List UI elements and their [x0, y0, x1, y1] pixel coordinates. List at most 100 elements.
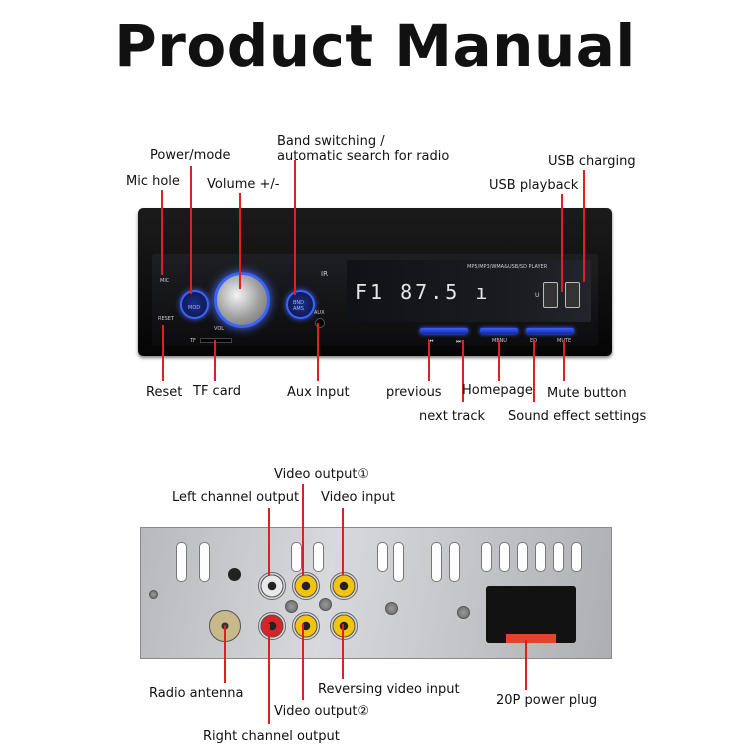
callout-line-video-output-2	[302, 624, 304, 700]
ir-label: IR	[321, 270, 328, 278]
label-mic-hole: Mic hole	[126, 174, 180, 189]
tf-card-slot[interactable]	[200, 338, 232, 343]
previous-icon: ⏮	[428, 338, 434, 345]
label-sound-effect: Sound effect settings	[508, 409, 647, 424]
vol-label: VOL	[214, 326, 225, 332]
callout-line-reversing	[342, 624, 344, 679]
callout-line-next	[462, 340, 464, 402]
vent-slot	[377, 542, 388, 572]
right-channel-output-jack[interactable]	[258, 612, 286, 640]
label-right-channel: Right channel output	[203, 729, 340, 744]
label-mute-button: Mute button	[547, 386, 627, 401]
callout-line-band	[294, 160, 296, 295]
front-faceplate: MIC RESET MOD VOL BND AMS AUX MP5/MP3/WM…	[152, 254, 598, 346]
label-aux-input: Aux Input	[287, 385, 350, 400]
eq-mute-button-strip[interactable]	[526, 328, 574, 334]
vent-slot	[176, 542, 187, 582]
label-radio-antenna: Radio antenna	[149, 686, 244, 701]
screw	[385, 602, 398, 615]
usb-charging-port[interactable]	[565, 282, 580, 308]
head-unit-front: MIC RESET MOD VOL BND AMS AUX MP5/MP3/WM…	[138, 208, 612, 356]
vent-slot	[481, 542, 492, 572]
vent-slot	[535, 542, 546, 572]
player-brand-text: MP5/MP3/WMA&USB/SD PLAYER	[467, 264, 548, 270]
tf-label: TF	[190, 338, 196, 344]
display-screen: MP5/MP3/WMA&USB/SD PLAYER IR F1 87.5 ı U	[321, 260, 591, 322]
vent-slot	[393, 542, 404, 582]
video-input-jack[interactable]	[330, 572, 358, 600]
callout-line-homepage	[498, 340, 500, 381]
callout-line-volume	[239, 193, 241, 289]
vent-slot	[553, 542, 564, 572]
callout-line-right-channel	[268, 624, 270, 724]
label-reversing-video: Reversing video input	[318, 682, 460, 697]
callout-line-reset	[162, 325, 164, 381]
prev-next-button-strip[interactable]	[420, 328, 468, 334]
vent-slot	[199, 542, 210, 582]
callout-line-mic	[161, 190, 163, 275]
aux-label: AUX	[314, 310, 325, 316]
vent-slot	[291, 542, 302, 572]
next-icon: ⏭	[456, 338, 462, 345]
page-title: Product Manual	[114, 12, 636, 80]
vent-slot	[313, 542, 324, 572]
screw	[457, 606, 470, 619]
usb-u-label: U	[535, 292, 540, 299]
vent-slot	[571, 542, 582, 572]
callout-line-video-input	[342, 508, 344, 575]
label-power-mode: Power/mode	[150, 148, 231, 163]
video-output-2-jack[interactable]	[292, 612, 320, 640]
label-video-output-2: Video output②	[274, 704, 370, 719]
screw	[149, 590, 158, 599]
callout-line-aux	[317, 323, 319, 381]
menu-button[interactable]	[480, 328, 518, 334]
label-usb-charging: USB charging	[548, 154, 636, 169]
label-power-plug: 20P power plug	[496, 693, 598, 708]
callout-line-eq	[533, 340, 535, 402]
frequency-display: F1 87.5 ı	[355, 280, 491, 304]
label-previous: previous	[386, 385, 442, 400]
band-ams-button[interactable]: BND AMS	[286, 290, 315, 319]
label-left-channel: Left channel output	[172, 490, 300, 505]
plug-fuse	[506, 634, 556, 643]
callout-line-previous	[428, 340, 430, 381]
vent-slot	[449, 542, 460, 582]
left-channel-output-jack[interactable]	[258, 572, 286, 600]
label-reset: Reset	[146, 385, 183, 400]
label-band-line1: Band switching /	[277, 134, 385, 149]
power-plug-20p[interactable]	[486, 586, 576, 643]
callout-line-usb-playback	[561, 194, 563, 292]
mod-label: MOD	[188, 305, 201, 311]
volume-knob[interactable]	[214, 272, 270, 328]
callout-line-video-output-1	[302, 484, 304, 575]
power-mode-button[interactable]: MOD	[180, 290, 209, 319]
label-homepage: Homepage	[462, 383, 533, 398]
callout-line-antenna	[224, 625, 226, 683]
label-usb-playback: USB playback	[489, 178, 579, 193]
vent-slot	[431, 542, 442, 582]
vent-slot	[499, 542, 510, 572]
aux-jack[interactable]	[315, 318, 325, 328]
callout-line-power-plug	[525, 640, 527, 690]
reversing-video-input-jack[interactable]	[330, 612, 358, 640]
callout-line-mute	[563, 340, 565, 381]
callout-line-usb-charging	[583, 170, 585, 282]
video-output-1-jack[interactable]	[292, 572, 320, 600]
vent-slot	[517, 542, 528, 572]
head-unit-rear	[140, 527, 612, 659]
label-tf-card: TF card	[193, 384, 242, 399]
mic-label: MIC	[160, 278, 170, 284]
mount-hole	[228, 568, 241, 581]
label-video-output-1: Video output①	[274, 467, 370, 482]
callout-line-power	[190, 166, 192, 294]
callout-line-left-channel	[268, 508, 270, 575]
label-volume: Volume +/-	[207, 177, 280, 192]
screw	[319, 598, 332, 611]
usb-playback-port[interactable]	[543, 282, 558, 308]
callout-line-tf	[214, 340, 216, 381]
label-band-line2: automatic search for radio	[277, 149, 450, 164]
screw	[285, 600, 298, 613]
reset-label: RESET	[158, 316, 175, 322]
label-video-input: Video input	[321, 490, 395, 505]
label-next-track: next track	[419, 409, 486, 424]
